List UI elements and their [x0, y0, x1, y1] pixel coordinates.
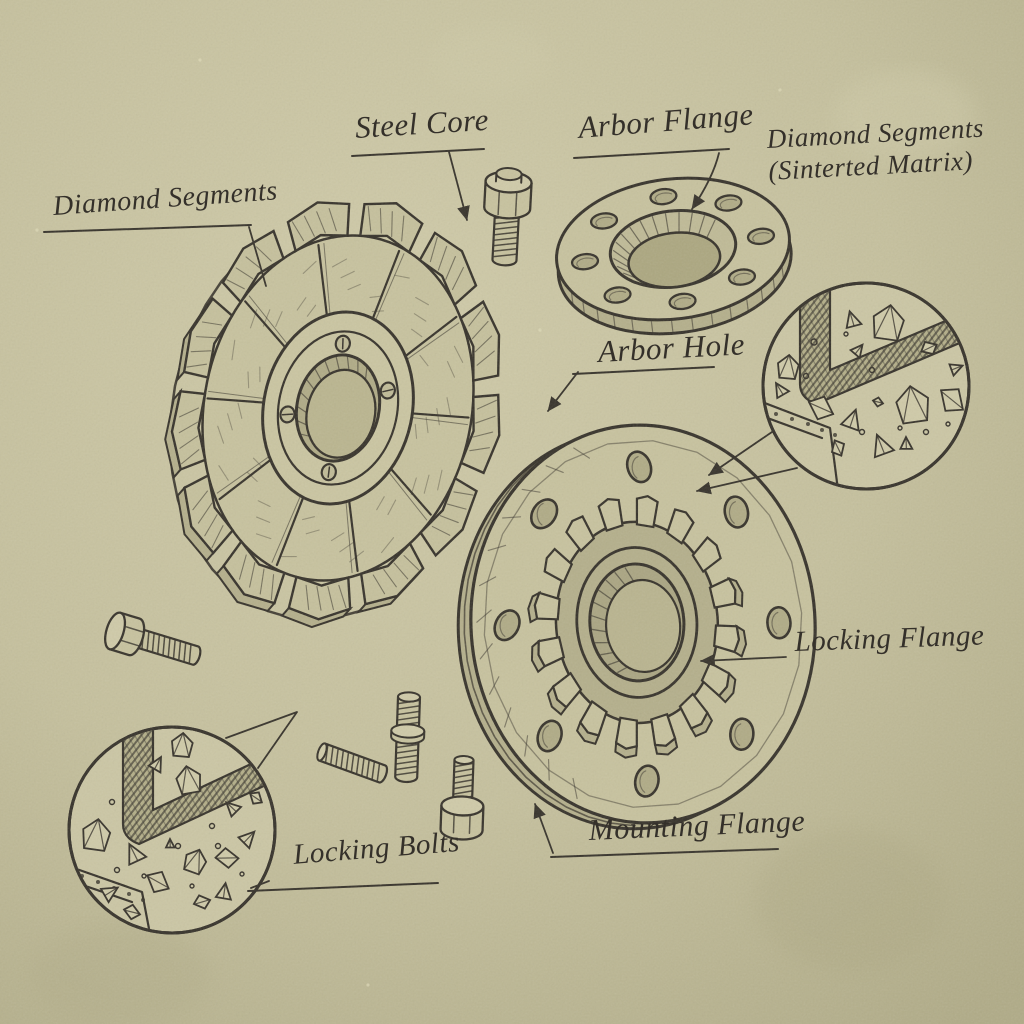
label-diamond-segments-matrix: Diamond Segments (Sinterted Matrix)	[766, 113, 986, 188]
label-arbor-hole: Arbor Hole	[597, 326, 746, 369]
label-locking-flange: Locking Flange	[794, 619, 985, 658]
